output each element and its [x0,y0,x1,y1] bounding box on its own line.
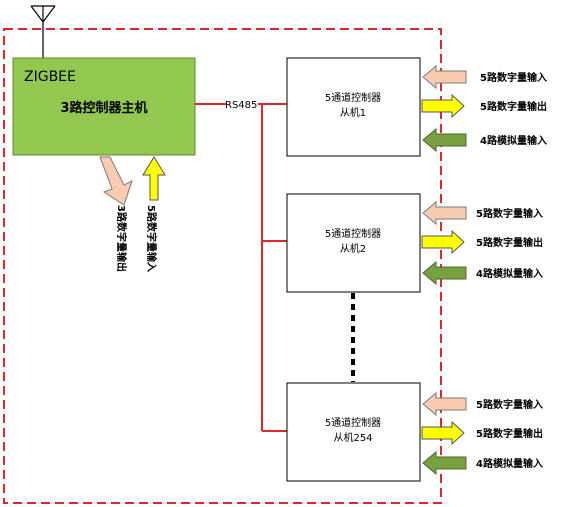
analog-input-arrow [422,260,467,286]
rs485-bus [195,103,287,432]
master-output-label: 3路数字量输出 [115,205,128,272]
io-label-digital-input: 5路数字量输入 [480,71,547,84]
io-label-digital-output: 5路数字量输出 [476,427,543,440]
slave-subtitle: 从机1 [340,106,366,119]
master-brand: ZIGBEE [24,69,76,85]
analog-input-arrow [422,450,467,476]
io-label-digital-output: 5路数字量输出 [480,100,547,113]
digital-input-arrow [422,64,467,90]
io-label-analog-input: 4路模拟量输入 [476,457,543,470]
antenna-icon [30,5,56,58]
digital-output-arrow [421,229,465,255]
master-title: 3路控制器主机 [60,100,147,116]
slave-box [286,193,421,293]
io-label-digital-input: 5路数字量输入 [476,398,543,411]
master-controller: ZIGBEE 3路控制器主机 [12,57,196,156]
slave-controller-1: 5通道控制器 从机1 [286,57,421,157]
master-box [12,57,196,156]
io-label-digital-output: 5路数字量输出 [476,236,543,249]
rs485-label: RS485 [225,100,257,111]
digital-input-arrow [422,200,467,226]
io-label-analog-input: 4路模拟量输入 [480,134,547,147]
slave-controller-254: 5通道控制器 从机254 [286,382,421,482]
digital-output-arrow [421,93,465,119]
digital-input-arrow [422,391,467,417]
master-input-label: 5路数字量输入 [145,205,158,272]
system-boundary [3,28,442,504]
slave-title: 5通道控制器 [325,227,381,240]
slave-box [286,382,421,482]
analog-input-arrow [422,127,467,153]
master-input-arrow [142,156,166,201]
slave-controller-2: 5通道控制器 从机2 [286,193,421,293]
slave-subtitle: 从机254 [333,431,372,444]
io-label-analog-input: 4路模拟量输入 [476,267,543,280]
slave-box [286,57,421,157]
slave-subtitle: 从机2 [340,242,366,255]
io-label-digital-input: 5路数字量输入 [476,207,543,220]
digital-output-arrow [421,420,465,446]
slave-title: 5通道控制器 [325,416,381,429]
master-output-arrow [99,156,133,206]
slave-title: 5通道控制器 [325,91,381,104]
